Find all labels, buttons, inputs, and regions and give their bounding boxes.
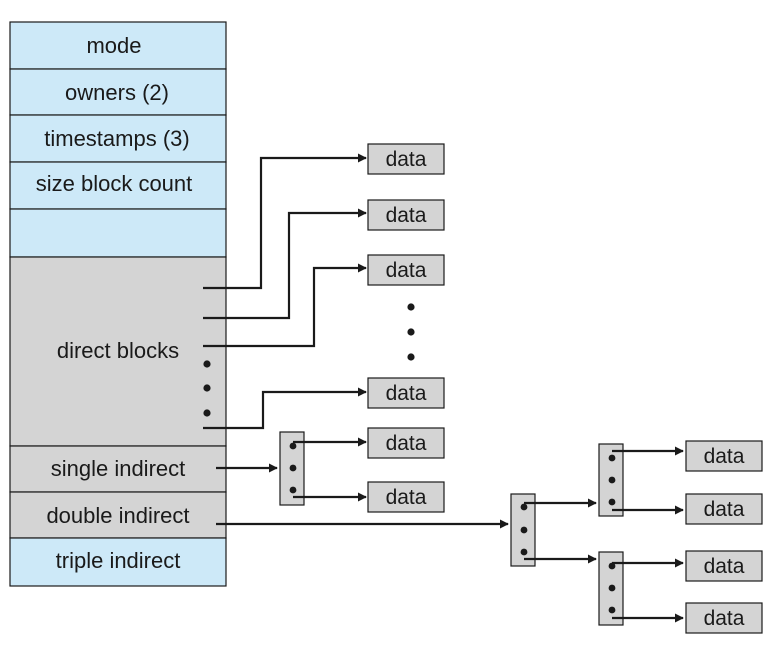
inode-owners-label: owners (2)	[65, 80, 169, 105]
inode-single-indirect-label: single indirect	[51, 456, 186, 481]
inode-row-triple-indirect	[9, 537, 227, 587]
inode-table	[9, 21, 227, 587]
data-blocks-ellipsis	[407, 303, 415, 361]
second-level-index-block	[598, 443, 624, 517]
inode-direct-blocks-label: direct blocks	[57, 338, 179, 363]
data-block	[685, 440, 763, 472]
inode-row-single-indirect	[9, 445, 227, 493]
inode-timestamps-label: timestamps (3)	[44, 126, 189, 151]
direct-blocks-ellipsis	[203, 360, 211, 417]
data-block	[685, 602, 763, 634]
inode-row-direct-blocks	[9, 256, 227, 447]
data-block-label: data	[704, 555, 745, 578]
direct-pointers	[203, 153, 367, 430]
data-block-label: data	[386, 148, 427, 171]
second-level-index-block	[598, 551, 624, 626]
data-block-label: data	[704, 445, 745, 468]
data-block-label: data	[386, 486, 427, 509]
data-block	[367, 377, 445, 409]
inode-triple-indirect-label: triple indirect	[56, 548, 181, 573]
direct-data-blocks: data data data data	[367, 143, 445, 409]
direct-pointer-arrow	[203, 387, 367, 430]
data-block	[367, 427, 445, 459]
data-block-label: data	[704, 607, 745, 630]
direct-pointer-arrow	[203, 263, 367, 348]
data-block-label: data	[386, 432, 427, 455]
data-block	[367, 254, 445, 286]
inode-row-owners	[9, 68, 227, 116]
data-block-label: data	[704, 498, 745, 521]
data-block	[685, 493, 763, 525]
data-block	[685, 550, 763, 582]
data-block	[367, 143, 445, 175]
inode-double-indirect-label: double indirect	[46, 503, 189, 528]
data-block	[367, 481, 445, 513]
inode-row-timestamps	[9, 114, 227, 163]
data-block-label: data	[386, 204, 427, 227]
inode-row-empty	[9, 208, 227, 258]
direct-pointer-arrow	[203, 208, 367, 320]
data-block-label: data	[386, 259, 427, 282]
inode-size-block-count-label: size block count	[36, 171, 193, 196]
inode-row-size-block-count	[9, 161, 227, 210]
single-indirect-block	[279, 431, 305, 506]
direct-pointer-arrow	[203, 153, 367, 290]
inode-mode-label: mode	[86, 33, 141, 58]
inode-row-mode	[9, 21, 227, 70]
data-block	[367, 199, 445, 231]
double-indirect-block	[510, 493, 536, 567]
data-block-label: data	[386, 382, 427, 405]
